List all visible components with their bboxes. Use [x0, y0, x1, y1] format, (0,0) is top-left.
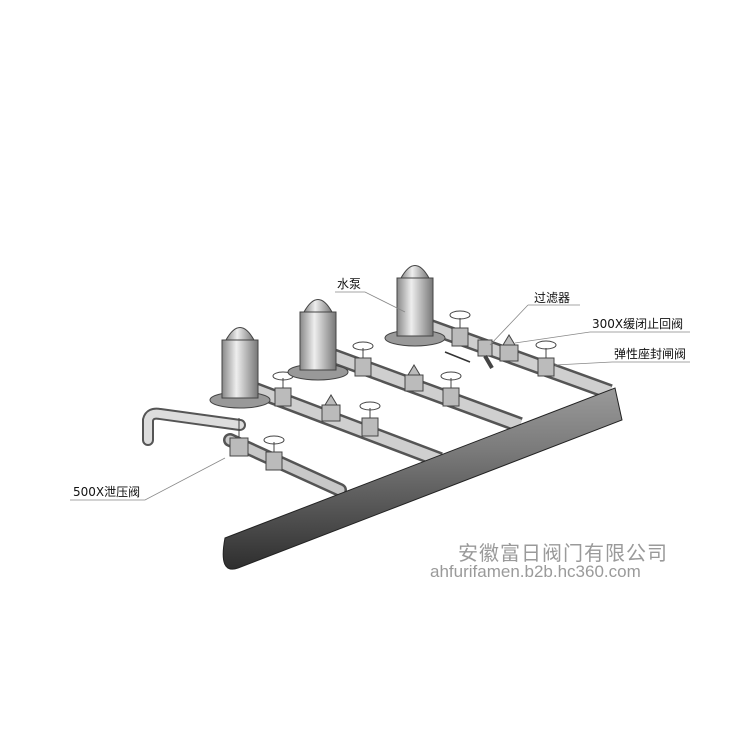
- check-valve-icon: [404, 364, 424, 392]
- gate-valve-icon: [440, 371, 462, 407]
- check-valve-icon: [321, 394, 341, 422]
- relief-valve-icon: [229, 418, 249, 457]
- pump-icon: [384, 265, 446, 347]
- pump-icon: [209, 327, 271, 409]
- filter-icon: [477, 339, 494, 370]
- pumps: [209, 265, 446, 409]
- leader-lines: [70, 291, 690, 501]
- gate-valve-icon: [535, 340, 557, 377]
- gate-valve-icon: [359, 401, 381, 437]
- gate-valve-icon: [263, 435, 285, 471]
- label-gate-valve: 弹性座封闸阀: [614, 347, 687, 361]
- valves: [229, 310, 557, 471]
- main-header-pipe: [222, 387, 623, 570]
- watermark-url: ahfurifamen.b2b.hc360.com: [430, 562, 641, 581]
- gate-valve-icon: [449, 310, 471, 347]
- label-relief-valve: 500X泄压阀: [73, 485, 141, 499]
- gate-valve-icon: [272, 371, 294, 407]
- check-valve-icon: [499, 334, 519, 362]
- label-check-valve: 300X缓闭止回阀: [592, 317, 684, 331]
- label-filter: 过滤器: [534, 291, 571, 305]
- watermark-company: 安徽富日阀门有限公司: [458, 541, 668, 565]
- pump-icon: [287, 299, 349, 381]
- label-pump: 水泵: [337, 277, 362, 291]
- gate-valve-icon: [352, 341, 374, 377]
